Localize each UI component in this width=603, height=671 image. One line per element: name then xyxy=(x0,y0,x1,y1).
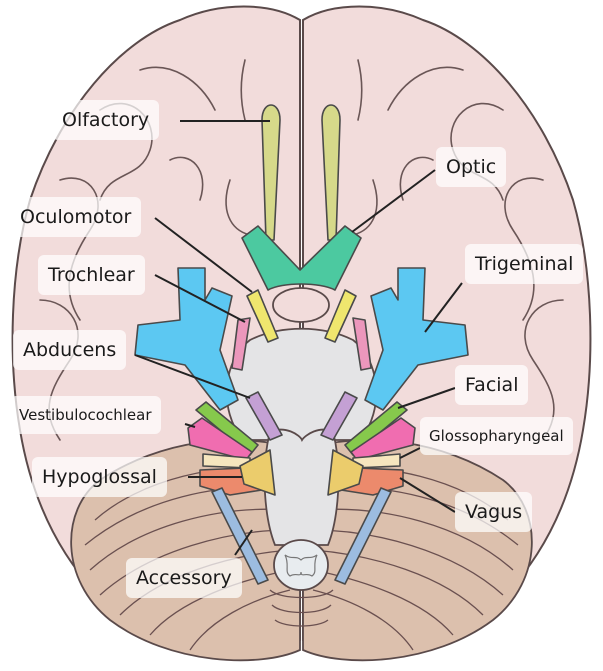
trigeminal-right xyxy=(364,267,469,411)
label-facial: Facial xyxy=(455,365,529,405)
abducens-left xyxy=(245,391,283,441)
label-vagus: Vagus xyxy=(455,492,533,532)
rootlets-left xyxy=(239,449,276,496)
leader-vestibulocochlear xyxy=(184,423,196,428)
leader-glossopharyngeal xyxy=(399,447,421,459)
leader-accessory xyxy=(234,529,253,556)
label-optic: Optic xyxy=(436,147,507,187)
trochlear-left xyxy=(231,317,251,371)
leader-abducens xyxy=(134,354,251,399)
optic-chiasm xyxy=(241,225,362,291)
spinal-cord xyxy=(273,539,329,591)
label-trochlear: Trochlear xyxy=(38,255,145,295)
label-trigeminal: Trigeminal xyxy=(465,244,584,284)
leader-trochlear xyxy=(154,274,246,323)
leader-trigeminal xyxy=(424,282,463,333)
pons xyxy=(225,327,378,441)
optic-chiasm-space xyxy=(272,287,330,323)
trochlear-right xyxy=(352,317,372,371)
vestibulocochlear-right xyxy=(350,417,416,461)
nerves xyxy=(134,104,469,585)
label-oculomotor: Oculomotor xyxy=(10,197,142,237)
medulla xyxy=(263,428,340,546)
label-accessory: Accessory xyxy=(126,558,242,598)
olfactory-right xyxy=(321,104,341,241)
leader-facial xyxy=(397,387,456,409)
rootlets-right xyxy=(327,449,364,496)
label-vestibulocochlear: Vestibulocochlear xyxy=(10,396,161,434)
label-hypoglossal: Hypoglossal xyxy=(32,457,167,497)
grey-matter xyxy=(284,554,318,577)
accessory-left xyxy=(211,487,269,585)
leader-lines xyxy=(134,120,463,556)
leader-vagus xyxy=(399,477,456,513)
accessory-right xyxy=(334,487,392,585)
label-abducens: Abducens xyxy=(13,330,127,370)
oculomotor-right xyxy=(324,289,357,343)
label-olfactory: Olfactory xyxy=(52,100,160,140)
vestibulocochlear-left xyxy=(187,417,253,461)
leader-oculomotor xyxy=(154,217,253,293)
olfactory-left xyxy=(261,104,281,241)
leader-optic xyxy=(351,169,436,233)
abducens-right xyxy=(320,391,358,441)
oculomotor-left xyxy=(246,289,279,343)
label-glossopharyngeal: Glossopharyngeal xyxy=(420,417,573,455)
